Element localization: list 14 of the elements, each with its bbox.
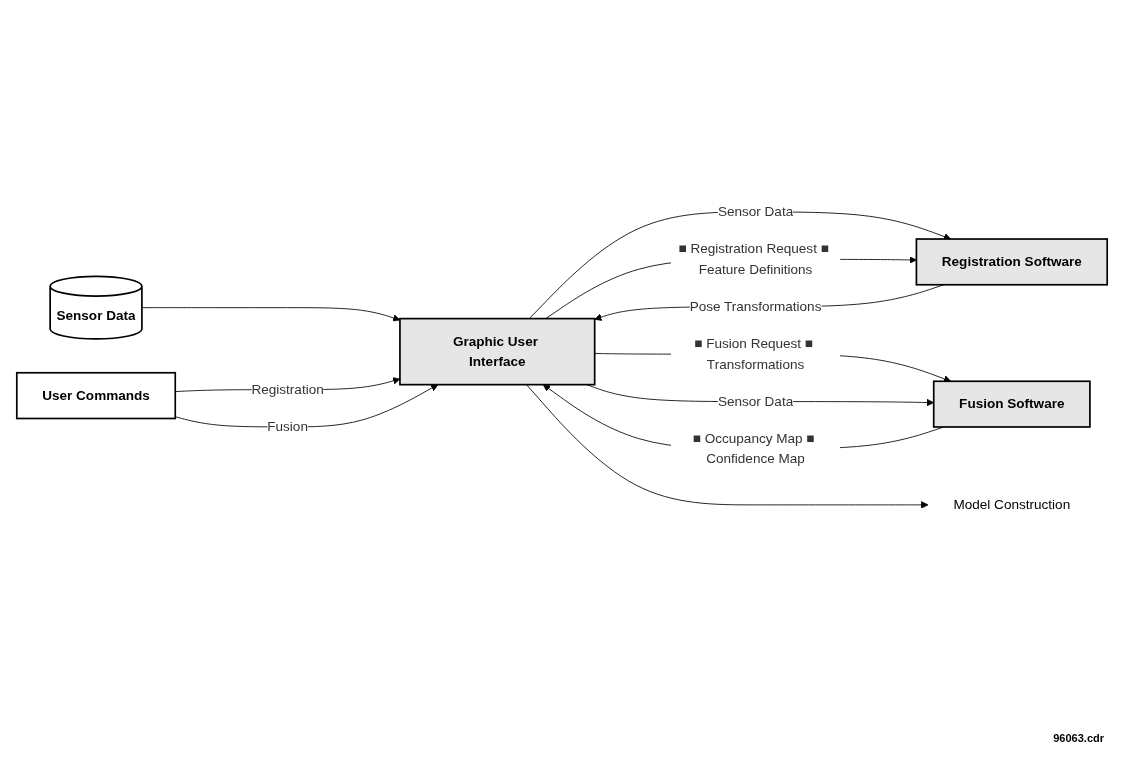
node-box: Fusion Software xyxy=(932,380,1091,429)
edge-label: Sensor Data xyxy=(717,204,794,219)
edge-label: Fusion xyxy=(267,419,308,434)
edge-label: Sensor Data xyxy=(717,394,794,409)
edge-label: Registration xyxy=(251,382,324,397)
edge-label: ■ Registration Request ■ Feature Definitions xyxy=(678,241,829,277)
node-text: Model Construction xyxy=(953,497,1071,512)
file-name-note: 96063.cdr xyxy=(1053,732,1104,744)
node-box: User Commands xyxy=(15,372,177,420)
node-box: Graphic User Interface xyxy=(399,318,596,386)
node-box: Registration Software xyxy=(915,238,1109,286)
edge-label: ■ Fusion Request ■ Transformations xyxy=(694,336,814,372)
edge-label: Pose Transformations xyxy=(689,299,822,314)
edge-label: ■ Occupancy Map ■ Confidence Map xyxy=(692,431,815,467)
